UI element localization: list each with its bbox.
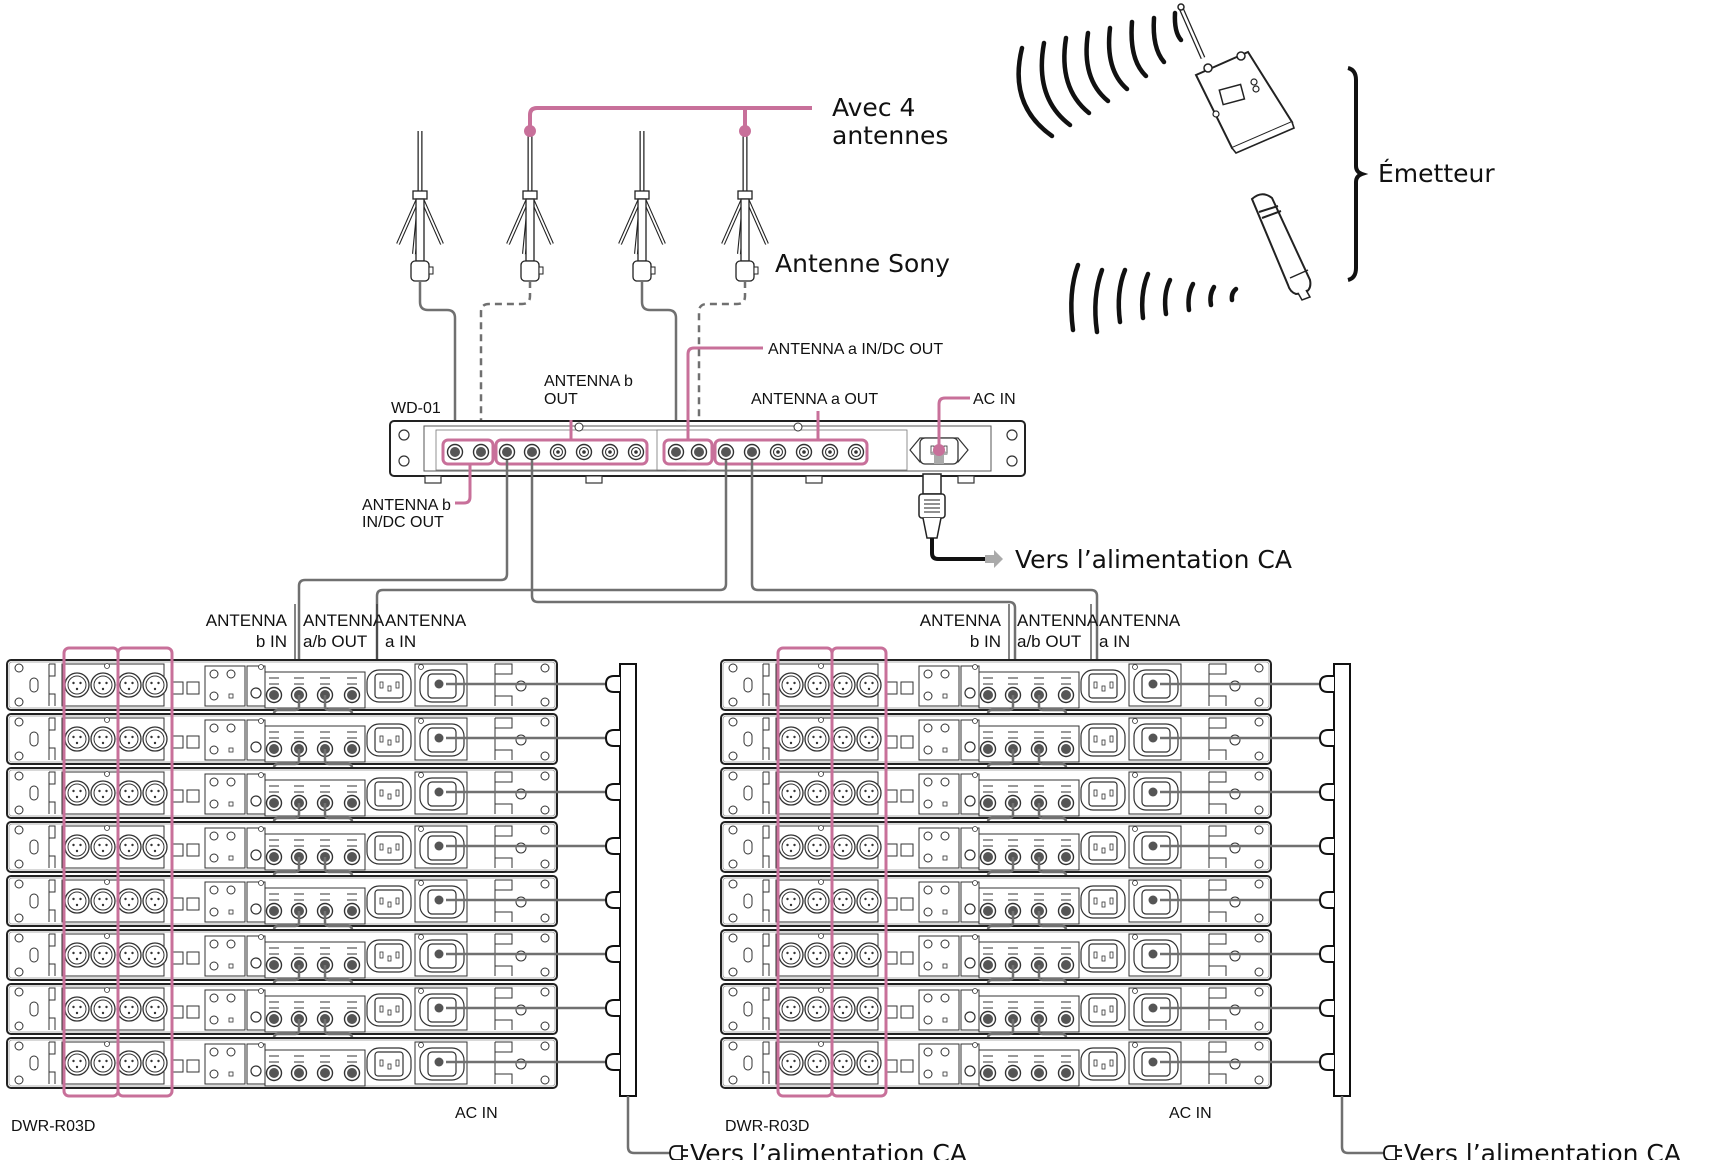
handheld-microphone-icon bbox=[1250, 193, 1312, 301]
ant-b-out-label-1: ANTENNA b bbox=[544, 373, 633, 390]
transmitter-group bbox=[1016, 10, 1239, 335]
four-antennas-callout bbox=[528, 106, 812, 131]
power-plug-icon bbox=[604, 729, 620, 747]
power-plug-icon bbox=[1318, 783, 1334, 801]
bodypack-transmitter-icon bbox=[1177, 3, 1295, 154]
audio-output-highlight-2 bbox=[830, 646, 888, 1098]
wd01-label: WD-01 bbox=[391, 400, 441, 417]
wd01-callouts bbox=[441, 346, 970, 505]
power-plug-icon bbox=[604, 837, 620, 855]
power-plug-icon bbox=[604, 1053, 620, 1071]
rack-model-label: DWR-R03D bbox=[11, 1118, 95, 1135]
power-plug-icon bbox=[1318, 945, 1334, 963]
rack-header-hdr-b-in-2: b IN bbox=[970, 632, 1001, 651]
ant-a-in-dc-out-label: ANTENNA a IN/DC OUT bbox=[768, 341, 943, 358]
power-plug-icon bbox=[604, 891, 620, 909]
wd01-power-label: Vers l’alimentation CA bbox=[1015, 545, 1292, 574]
wd01-power-cord bbox=[918, 473, 1003, 568]
antenne-sony-label: Antenne Sony bbox=[775, 249, 950, 278]
power-plug-icon bbox=[604, 675, 620, 693]
rack-header-hdr-a-in-1: ANTENNA bbox=[385, 611, 467, 630]
distribution-cables bbox=[297, 460, 1099, 700]
audio-output-highlight-2 bbox=[116, 646, 174, 1098]
power-plug-icon bbox=[1318, 837, 1334, 855]
arrow-right-icon bbox=[985, 550, 1003, 568]
rack-header-hdr-ab-out-2: a/b OUT bbox=[1017, 632, 1081, 651]
power-plug-icon bbox=[1318, 891, 1334, 909]
rack-header-hdr-a-in-1: ANTENNA bbox=[1099, 611, 1181, 630]
antenna-2 bbox=[508, 131, 552, 281]
antennes-label: antennes bbox=[832, 121, 948, 150]
ant-a-out-label: ANTENNA a OUT bbox=[751, 391, 878, 408]
antenna-4 bbox=[723, 131, 767, 281]
antenna-cables bbox=[418, 281, 678, 445]
rack-ac-in-label: AC IN bbox=[455, 1105, 498, 1122]
ac-in-label: AC IN bbox=[973, 391, 1016, 408]
ant-b-in-dc-out-label-2: IN/DC OUT bbox=[362, 514, 444, 531]
antennas bbox=[398, 131, 767, 281]
avec-4-label: Avec 4 bbox=[832, 93, 915, 122]
power-plug-icon bbox=[1318, 729, 1334, 747]
power-strip bbox=[1333, 663, 1351, 1097]
rack-header-hdr-b-in-2: b IN bbox=[256, 632, 287, 651]
rack-header-hdr-b-in-1: ANTENNA bbox=[920, 611, 1002, 630]
ac-plug-icon bbox=[669, 1145, 688, 1160]
antenna-1 bbox=[398, 131, 442, 281]
rack-header-hdr-ab-out-1: ANTENNA bbox=[1017, 611, 1099, 630]
transmitter-brace bbox=[1347, 66, 1369, 282]
rack-header-hdr-a-in-2: a IN bbox=[1099, 632, 1130, 651]
antenna-3 bbox=[620, 131, 664, 281]
rack-header-hdr-ab-out-2: a/b OUT bbox=[303, 632, 367, 651]
power-strip bbox=[619, 663, 637, 1097]
ac-plug-icon bbox=[1383, 1145, 1402, 1160]
rack-power-label: Vers l’alimentation CA bbox=[690, 1139, 967, 1160]
callout-dot-1 bbox=[524, 125, 536, 137]
power-plug-icon bbox=[604, 945, 620, 963]
emetteur-label: Émetteur bbox=[1378, 159, 1495, 188]
power-plug-icon bbox=[1318, 999, 1334, 1017]
rack-model-label: DWR-R03D bbox=[725, 1118, 809, 1135]
ac-in-dot bbox=[933, 444, 945, 456]
rack-power-label: Vers l’alimentation CA bbox=[1404, 1139, 1681, 1160]
ant-b-in-dc-out-label-1: ANTENNA b bbox=[362, 497, 451, 514]
rack-header-hdr-b-in-1: ANTENNA bbox=[206, 611, 288, 630]
callout-dot-2 bbox=[739, 125, 751, 137]
power-plug-icon bbox=[1318, 675, 1334, 693]
power-plug-icon bbox=[604, 783, 620, 801]
power-plug-icon bbox=[604, 999, 620, 1017]
rack-header-hdr-a-in-2: a IN bbox=[385, 632, 416, 651]
antenna-cables-dashed bbox=[479, 281, 747, 445]
power-plug-icon bbox=[1318, 1053, 1334, 1071]
rack-ac-in-label: AC IN bbox=[1169, 1105, 1212, 1122]
ant-b-out-label-2: OUT bbox=[544, 391, 578, 408]
rack-header-hdr-ab-out-1: ANTENNA bbox=[303, 611, 385, 630]
